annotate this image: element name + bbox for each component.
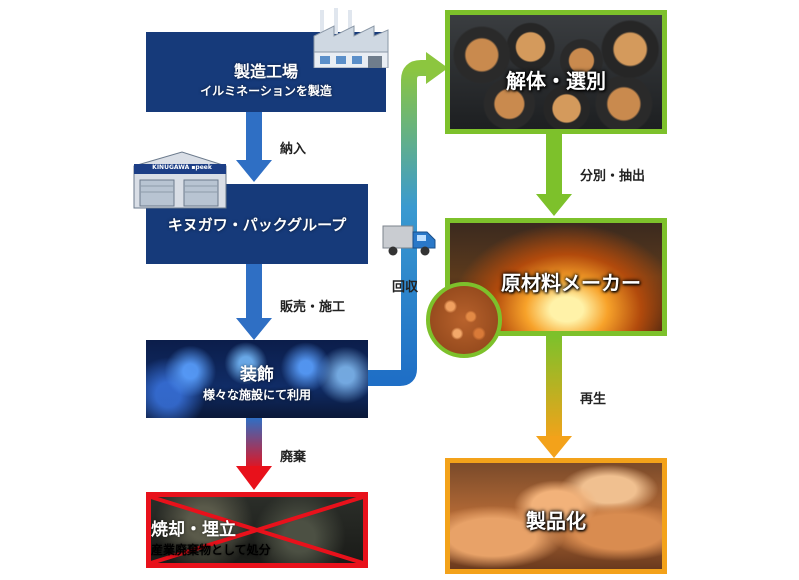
group-title: キヌガワ・パックグループ [167, 216, 347, 234]
deco-title: 装飾 [240, 365, 274, 385]
building-icon [133, 151, 227, 209]
copper-granules-image [426, 282, 502, 358]
label-waste: 廃棄 [280, 450, 307, 465]
dismantle-title: 解体・選別 [506, 69, 606, 93]
maker-title: 原材料メーカー [501, 271, 641, 295]
arrow-collect [365, 52, 448, 386]
disposal-subtitle: 産業廃棄物として処分 [151, 543, 271, 557]
factory-subtitle: イルミネーションを製造 [200, 84, 332, 98]
cross-mark-icon [151, 497, 363, 563]
arrow-sort [536, 134, 572, 216]
label-regen: 再生 [580, 392, 607, 407]
dismantle-box: 解体・選別 [445, 10, 667, 134]
product-title: 製品化 [526, 509, 586, 533]
arrow-waste [236, 418, 272, 490]
maker-box: 原材料メーカー [445, 218, 667, 336]
deco-box: 装飾 様々な施設にて利用 [146, 340, 368, 418]
disposal-title: 焼却・埋立 [151, 520, 236, 540]
label-sales: 販売・施工 [280, 300, 346, 315]
label-delivery: 納入 [280, 142, 307, 157]
arrow-delivery [236, 112, 272, 182]
arrow-sales [236, 264, 272, 340]
factory-title: 製造工場 [233, 62, 298, 81]
product-box: 製品化 [445, 458, 667, 574]
building-sign: KINUGAWA ▪peek [152, 164, 212, 171]
label-sort-extract: 分別・抽出 [580, 169, 646, 184]
deco-subtitle: 様々な施設にて利用 [202, 388, 311, 402]
arrow-regen [536, 336, 572, 458]
label-collect: 回収 [392, 280, 419, 295]
truck-icon [382, 225, 436, 256]
factory-icon [313, 8, 389, 68]
disposal-box: 焼却・埋立 産業廃棄物として処分 [146, 492, 368, 568]
